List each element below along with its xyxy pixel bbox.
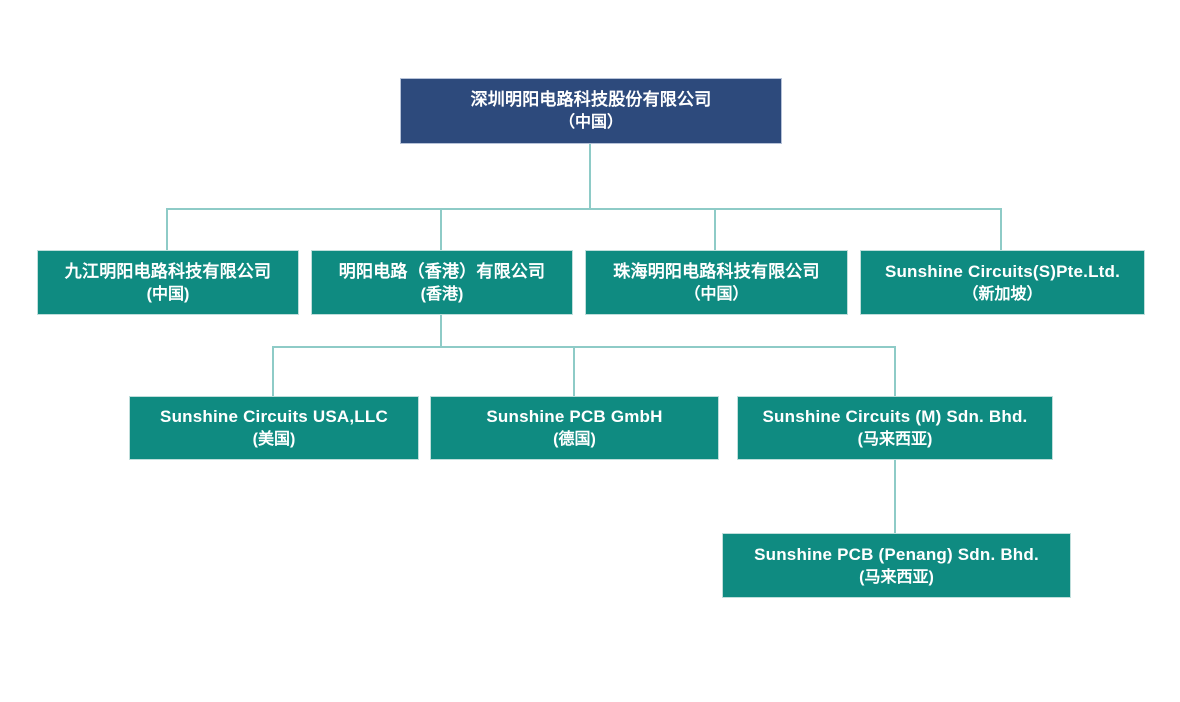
org-node-singapore: Sunshine Circuits(S)Pte.Ltd. （新加坡）	[860, 250, 1145, 315]
company-name: Sunshine Circuits USA,LLC	[160, 407, 388, 426]
connector-root-down	[589, 142, 591, 210]
connector-drop-malaysia	[894, 346, 896, 396]
company-name: Sunshine PCB (Penang) Sdn. Bhd.	[754, 544, 1039, 564]
company-location: (香港)	[420, 285, 464, 303]
company-name: Sunshine Circuits (M) Sdn. Bhd.	[762, 407, 1028, 426]
connector-malaysia-down	[894, 458, 896, 533]
connector-drop-usa	[272, 346, 274, 396]
org-node-usa: Sunshine Circuits USA,LLC (美国)	[129, 396, 419, 460]
company-location: (中国)	[146, 285, 190, 303]
connector-hongkong-down	[440, 313, 442, 348]
connector-drop-germany	[573, 346, 575, 396]
company-name: 明阳电路（香港）有限公司	[338, 261, 546, 281]
connector-level3-rail	[272, 346, 896, 348]
org-node-germany: Sunshine PCB GmbH (德国)	[430, 396, 719, 460]
connector-drop-jiujiang	[166, 208, 168, 250]
company-location: （中国）	[684, 285, 749, 303]
org-node-jiujiang: 九江明阳电路科技有限公司 (中国)	[37, 250, 299, 315]
company-location: （新加坡）	[962, 285, 1043, 303]
connector-drop-hongkong	[440, 208, 442, 250]
company-location: (美国)	[252, 431, 296, 448]
org-node-malaysia: Sunshine Circuits (M) Sdn. Bhd. (马来西亚)	[737, 396, 1053, 460]
org-node-hongkong: 明阳电路（香港）有限公司 (香港)	[311, 250, 573, 315]
company-name: 珠海明阳电路科技有限公司	[613, 261, 820, 281]
company-location: (马来西亚)	[857, 431, 933, 448]
company-name: Sunshine PCB GmbH	[486, 407, 663, 426]
company-name: Sunshine Circuits(S)Pte.Ltd.	[884, 261, 1121, 281]
org-node-root: 深圳明阳电路科技股份有限公司 （中国）	[400, 78, 782, 144]
company-location: (德国)	[553, 431, 596, 448]
company-name: 九江明阳电路科技有限公司	[64, 261, 272, 281]
org-node-penang: Sunshine PCB (Penang) Sdn. Bhd. (马来西亚)	[722, 533, 1071, 598]
connector-level2-rail	[166, 208, 1002, 210]
company-name: 深圳明阳电路科技股份有限公司	[470, 90, 712, 109]
company-location: （中国）	[558, 114, 623, 131]
org-node-zhuhai: 珠海明阳电路科技有限公司 （中国）	[585, 250, 848, 315]
connector-drop-zhuhai	[714, 208, 716, 250]
connector-drop-singapore	[1000, 208, 1002, 250]
company-location: (马来西亚)	[859, 568, 934, 586]
